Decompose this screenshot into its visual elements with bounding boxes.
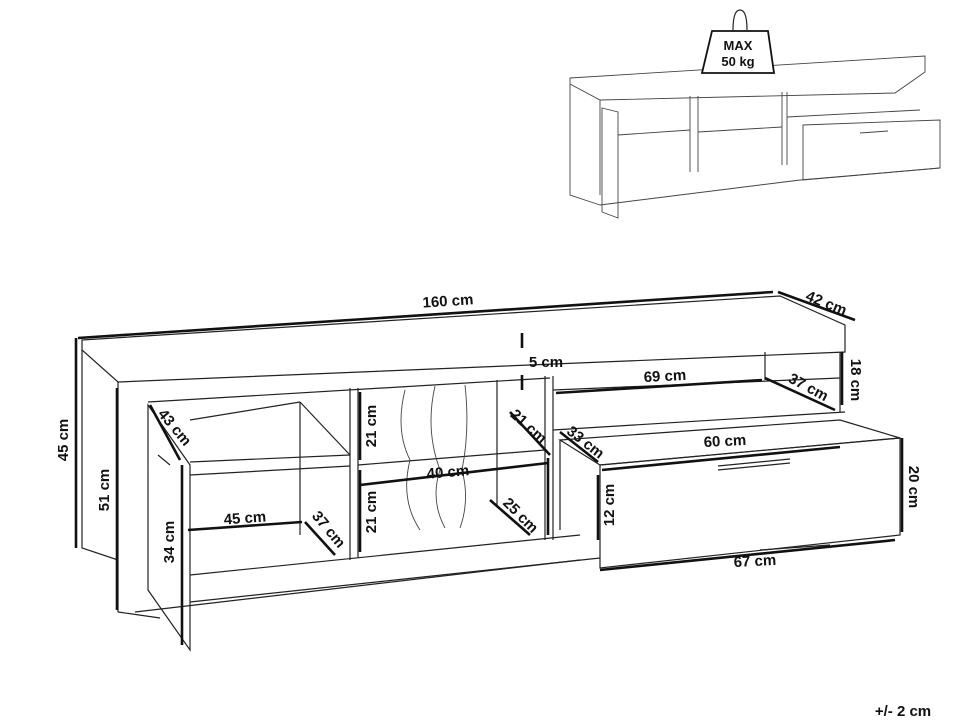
label-door-height: 34 cm — [161, 521, 178, 564]
label-left-inner-depth: 37 cm — [308, 508, 348, 552]
label-center-lower-depth: 25 cm — [499, 495, 541, 537]
label-center-upper-height: 21 cm — [363, 405, 380, 448]
label-drawer-front-height: 20 cm — [905, 466, 922, 509]
label-drawer-front-width: 67 cm — [733, 552, 776, 571]
label-total-width: 160 cm — [422, 291, 474, 311]
weight-icon: MAX 50 kg — [700, 9, 776, 74]
label-depth: 42 cm — [803, 288, 849, 320]
label-left-inner-width: 45 cm — [223, 509, 267, 529]
thumbnail-tv-stand — [569, 55, 941, 219]
label-top-thickness: 5 cm — [529, 354, 563, 371]
label-total-height: 45 cm — [55, 419, 72, 462]
label-side-height: 51 cm — [96, 469, 113, 512]
label-right-shelf-depth: 37 cm — [785, 370, 831, 405]
main-tv-stand — [81, 295, 901, 652]
label-drawer-inner-width: 60 cm — [703, 432, 746, 451]
weight-value-label: 50 kg — [721, 54, 754, 69]
label-drawer-inner-height: 12 cm — [601, 484, 618, 527]
label-center-width: 40 cm — [426, 462, 470, 483]
label-center-upper-depth: 21 cm — [507, 406, 550, 447]
label-right-shelf-width: 69 cm — [643, 367, 686, 386]
label-center-lower-height: 21 cm — [363, 491, 380, 534]
tolerance-note: +/- 2 cm — [875, 703, 931, 720]
weight-max-label: MAX — [724, 38, 753, 53]
dimension-lines — [74, 290, 904, 645]
label-right-shelf-height: 18 cm — [847, 359, 864, 402]
